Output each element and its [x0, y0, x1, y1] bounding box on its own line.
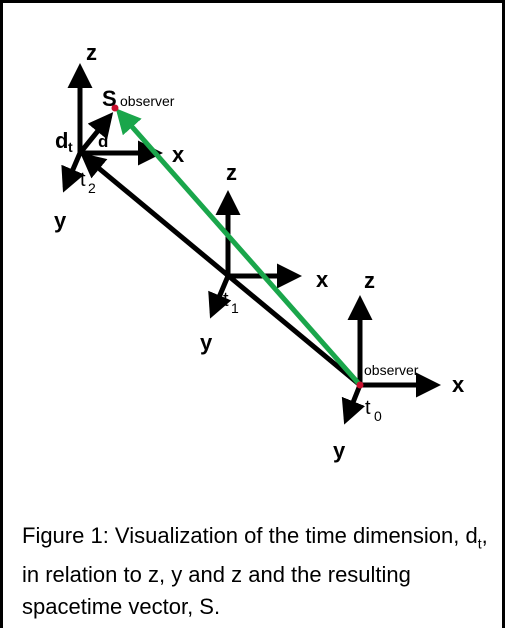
caption-part2: , in relation to z, y and z and the resu… [22, 523, 488, 620]
label-y-t1: y [200, 330, 213, 355]
label-y-t2: y [54, 208, 67, 233]
label-s-observer: observer [120, 93, 175, 109]
label-t2: t [80, 169, 86, 191]
point-observer-t0 [356, 381, 364, 389]
figure-caption: Figure 1: Visualization of the time dime… [22, 520, 492, 623]
label-d: d [98, 132, 108, 151]
label-s: S [102, 86, 117, 111]
label-t1: t [223, 289, 229, 311]
spacetime-diagram: z S observer d t d x t 2 y z x t 1 y z o… [54, 40, 465, 463]
label-y-t0: y [333, 438, 346, 463]
label-z-t2: z [86, 40, 97, 65]
label-x-t2: x [172, 142, 185, 167]
frame-t0 [341, 295, 441, 425]
label-x-t1: x [316, 267, 329, 292]
label-z-t1: z [226, 160, 237, 185]
caption-part1: Figure 1: Visualization of the time dime… [22, 523, 478, 548]
label-t0: t [365, 397, 371, 419]
label-x-t0: x [452, 372, 465, 397]
y-axis-t0 [341, 384, 366, 425]
label-t0-sub: 0 [374, 408, 382, 424]
time-path [80, 152, 362, 387]
label-t1-sub: 1 [231, 300, 239, 316]
point-s [111, 104, 119, 112]
label-dt: d [55, 128, 68, 153]
label-observer-t0: observer [364, 362, 419, 378]
y-axis-t2 [61, 152, 85, 193]
caption-subscript: t [477, 535, 482, 552]
d-vector [78, 112, 114, 155]
label-dt-sub: t [68, 139, 73, 155]
spacetime-vector-s [115, 108, 362, 387]
y-axis-t1 [208, 275, 232, 319]
label-z-t0: z [364, 268, 375, 293]
label-t2-sub: 2 [88, 180, 96, 196]
